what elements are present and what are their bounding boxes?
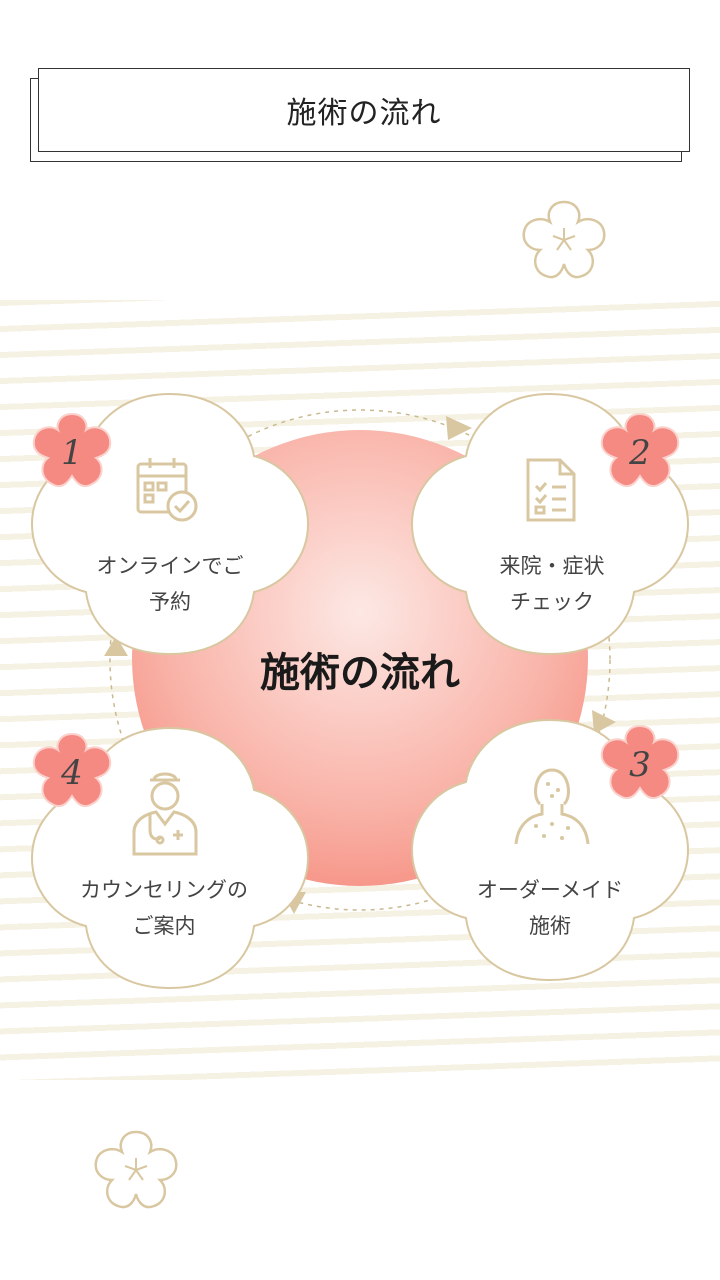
arrow-up-left-icon bbox=[104, 636, 128, 656]
step-2-line2: チェック bbox=[510, 590, 594, 614]
plum-blossom-icon-bottom bbox=[94, 1130, 178, 1209]
step-2-number: 2 bbox=[628, 433, 651, 473]
step-4-line2: ご案内 bbox=[132, 914, 196, 938]
arrow-down-right-icon bbox=[592, 710, 616, 734]
step-3-line1: オーダーメイド bbox=[476, 878, 624, 902]
arrow-right-top-icon bbox=[446, 416, 472, 440]
step-1-badge: 1 bbox=[32, 412, 112, 488]
step-4-badge: 4 bbox=[32, 732, 112, 808]
step-4-number: 4 bbox=[60, 753, 83, 793]
step-2-badge: 2 bbox=[600, 412, 680, 488]
step-3-number: 3 bbox=[629, 745, 651, 785]
step-1-line2: 予約 bbox=[149, 590, 191, 614]
doctor-icon bbox=[132, 772, 198, 856]
step-1-number: 1 bbox=[61, 433, 83, 473]
step-1-line1: オンラインでご bbox=[96, 554, 244, 578]
checklist-document-icon bbox=[526, 458, 576, 522]
step-4-line1: カウンセリングの bbox=[80, 878, 248, 902]
step-3-line2: 施術 bbox=[529, 914, 571, 938]
step-3-label: オーダーメイド 施術 bbox=[430, 872, 670, 944]
step-2-label: 来院・症状 チェック bbox=[432, 548, 672, 620]
title-box: 施術の流れ bbox=[38, 68, 690, 152]
center-title: 施術の流れ bbox=[260, 649, 460, 696]
step-3-badge: 3 bbox=[600, 724, 680, 800]
plum-blossom-icon-top bbox=[522, 200, 606, 279]
calendar-check-icon bbox=[136, 458, 198, 522]
body-treatment-icon bbox=[514, 768, 590, 845]
step-4-label: カウンセリングの ご案内 bbox=[44, 872, 284, 944]
step-2-line1: 来院・症状 bbox=[499, 554, 605, 578]
page-title: 施術の流れ bbox=[286, 96, 442, 131]
step-1-label: オンラインでご 予約 bbox=[50, 548, 290, 620]
